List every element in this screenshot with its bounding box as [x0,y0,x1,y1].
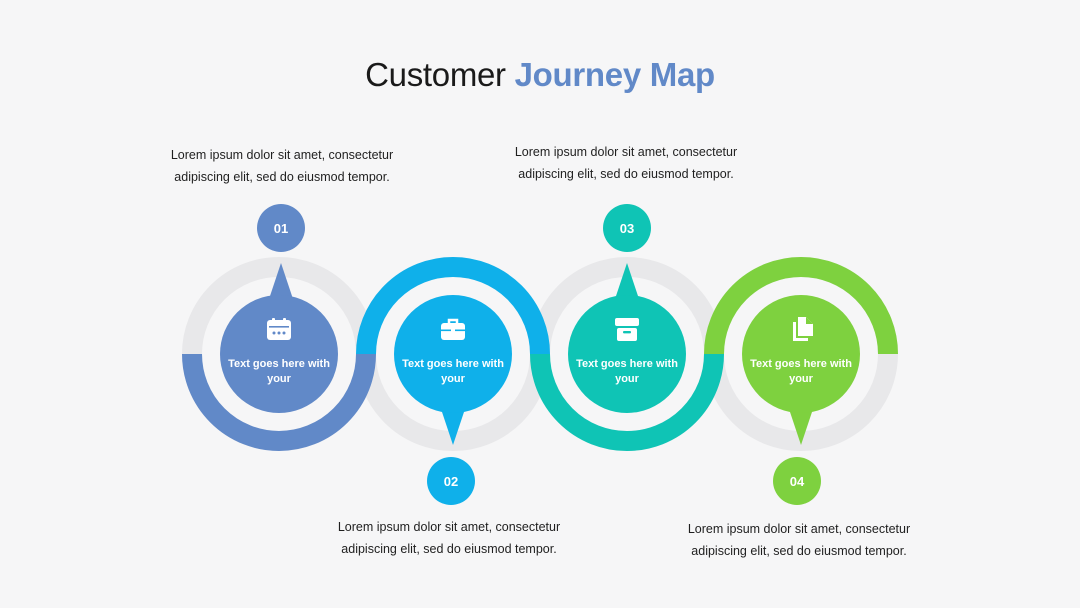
stage-1-number-badge [257,204,305,252]
calendar-icon [267,318,291,340]
stage-1-number: 01 [274,221,288,236]
copy-documents-icon [793,317,813,341]
stage-3-description-line1: Lorem ipsum dolor sit amet, consectetur [514,145,738,159]
stage-4-number-badge [773,457,821,505]
title-accent: Journey Map [514,56,716,93]
stage-1-label: Text goes here with your [228,358,330,385]
stage-1-pointer [268,263,294,302]
archive-box-icon [615,318,639,341]
stage-4-arc [704,257,898,355]
stage-4-description-line1: Lorem ipsum dolor sit amet, consectetur [687,522,911,536]
stage-2-disc [394,295,512,413]
stage-3-arc [530,353,724,451]
stage-1-description: Lorem ipsum dolor sit amet, consectetur … [132,144,432,188]
stage-2-number-badge [427,457,475,505]
stage-3-description-line2: adipiscing elit, sed do eiusmod tempor. [518,167,734,181]
stage-3-label: Text goes here with your [576,358,678,385]
stage-2-description-line2: adipiscing elit, sed do eiusmod tempor. [341,542,557,556]
stage-2-arc [356,257,550,355]
stage-4-disc [742,295,860,413]
stage-4-pointer [788,406,814,445]
stage-2-description: Lorem ipsum dolor sit amet, consectetur … [299,516,599,560]
stage-2-label: Text goes here with your [402,358,504,385]
stage-1-description-line2: adipiscing elit, sed do eiusmod tempor. [174,170,390,184]
stage-2-pointer [440,406,466,445]
briefcase-icon [441,318,465,340]
stage-4-description-line2: adipiscing elit, sed do eiusmod tempor. [691,544,907,558]
title-prefix: Customer [365,56,506,93]
stage-4-description: Lorem ipsum dolor sit amet, consectetur … [649,518,949,562]
stage-3-description: Lorem ipsum dolor sit amet, consectetur … [476,141,776,185]
stage-3-disc [568,295,686,413]
stage-2-description-line1: Lorem ipsum dolor sit amet, consectetur [337,520,561,534]
stage-1-disc [220,295,338,413]
stage-1-arc [182,353,376,451]
stage-4-number: 04 [790,474,805,489]
stage-3-pointer [614,263,640,302]
stage-1-description-line1: Lorem ipsum dolor sit amet, consectetur [170,148,394,162]
stage-3-number: 03 [620,221,634,236]
stage-4-label: Text goes here with your [750,358,852,385]
page-title: Customer Journey Map [0,56,1080,94]
stage-2-number: 02 [444,474,458,489]
stage-3-number-badge [603,204,651,252]
